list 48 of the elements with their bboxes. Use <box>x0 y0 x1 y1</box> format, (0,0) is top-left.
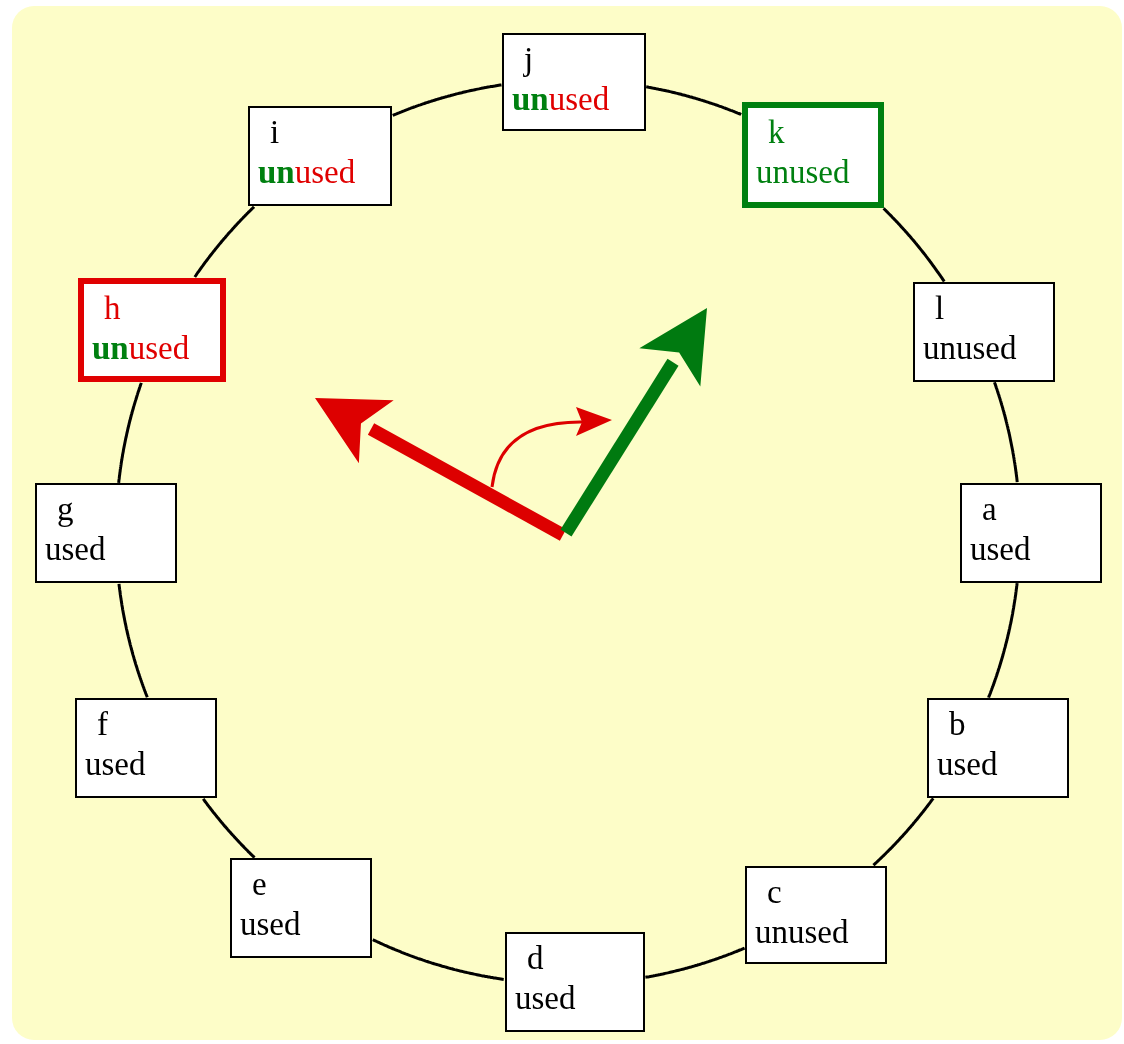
ring-line <box>645 946 746 979</box>
slot-letter: k <box>767 113 785 152</box>
slot-letter: j <box>522 40 534 79</box>
slot-letter: e <box>251 865 267 904</box>
slot-box <box>742 102 884 208</box>
slot-letter: b <box>948 705 966 744</box>
slot-box <box>505 932 645 1032</box>
slot-letter: c <box>766 873 782 912</box>
slot-status: unused <box>923 329 1017 368</box>
slot-status: unused <box>755 913 849 952</box>
slot-box <box>913 282 1055 382</box>
ring-line <box>117 583 149 698</box>
ring-line <box>202 798 256 859</box>
slot-box <box>75 698 217 798</box>
slot-letter: l <box>934 289 945 328</box>
slot-box <box>35 483 177 583</box>
slot-letter: h <box>103 289 121 328</box>
slot-status: unused <box>512 80 610 119</box>
slot-status: unused <box>258 153 356 192</box>
slot-letter: g <box>56 490 74 529</box>
slot-status: used <box>515 979 576 1018</box>
slot-box <box>927 698 1069 798</box>
slot-box <box>745 866 887 964</box>
slot-status: unused <box>756 153 850 192</box>
slot-box <box>502 33 646 131</box>
ring-line <box>372 938 504 981</box>
ring-line <box>872 797 935 867</box>
slot-box <box>960 483 1102 583</box>
slot-status: used <box>970 530 1031 569</box>
slot-letter: d <box>526 939 544 978</box>
ring-line <box>993 381 1019 483</box>
ring-line <box>645 85 742 116</box>
ring-line <box>392 83 502 117</box>
slot-status: used <box>937 745 998 784</box>
slot-box <box>78 278 226 382</box>
slot-status: unused <box>92 329 190 368</box>
ring-line <box>193 205 256 278</box>
ring-line <box>117 382 143 484</box>
slot-letter: i <box>269 113 280 152</box>
slot-letter: f <box>96 705 108 744</box>
slot-box <box>248 106 392 206</box>
slot-status: used <box>45 530 106 569</box>
slot-letter: a <box>981 490 997 529</box>
slot-status: used <box>85 745 146 784</box>
ring-line <box>882 207 946 283</box>
ring-line <box>987 582 1019 699</box>
slot-status: used <box>240 905 301 944</box>
slot-box <box>230 858 372 958</box>
